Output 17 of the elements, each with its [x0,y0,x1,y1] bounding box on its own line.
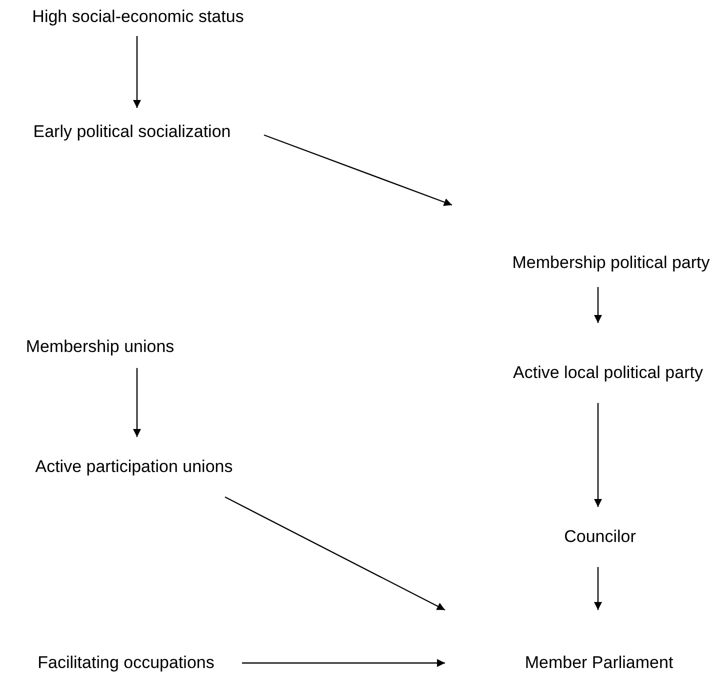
arrow [224,496,446,611]
node-label: Councilor [564,527,636,547]
arrow [242,659,445,667]
arrow [133,36,141,108]
arrow [133,368,141,437]
node-label: Active local political party [513,363,703,383]
node-label: Membership political party [512,253,710,273]
node-label: Facilitating occupations [38,653,214,673]
arrow [264,134,452,206]
node-label: Active participation unions [35,457,233,477]
node-label: Member Parliament [524,653,674,673]
arrow [594,567,602,610]
node-label: Early political socialization [33,122,231,142]
node-label: High social-economic status [32,7,244,27]
arrow [594,287,602,323]
node-label: Membership unions [26,337,174,357]
arrow [594,403,602,507]
